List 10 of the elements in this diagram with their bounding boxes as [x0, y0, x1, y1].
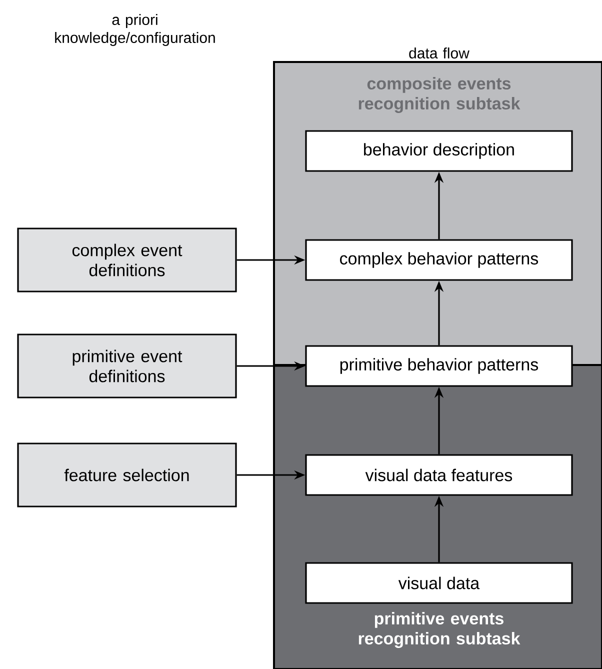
process-box: visual data features: [305, 454, 573, 496]
process-box: behavior description: [305, 130, 573, 172]
column-heading: data flow: [409, 48, 470, 58]
input-box: feature selection: [17, 442, 237, 508]
process-box: visual data: [305, 562, 573, 604]
input-box: complex event definitions: [17, 228, 237, 292]
process-box: primitive behavior patterns: [305, 345, 573, 387]
process-box: complex behavior patterns: [305, 239, 573, 281]
input-box: primitive event definitions: [17, 334, 237, 398]
column-heading: a priori knowledge/configuration: [55, 14, 215, 46]
